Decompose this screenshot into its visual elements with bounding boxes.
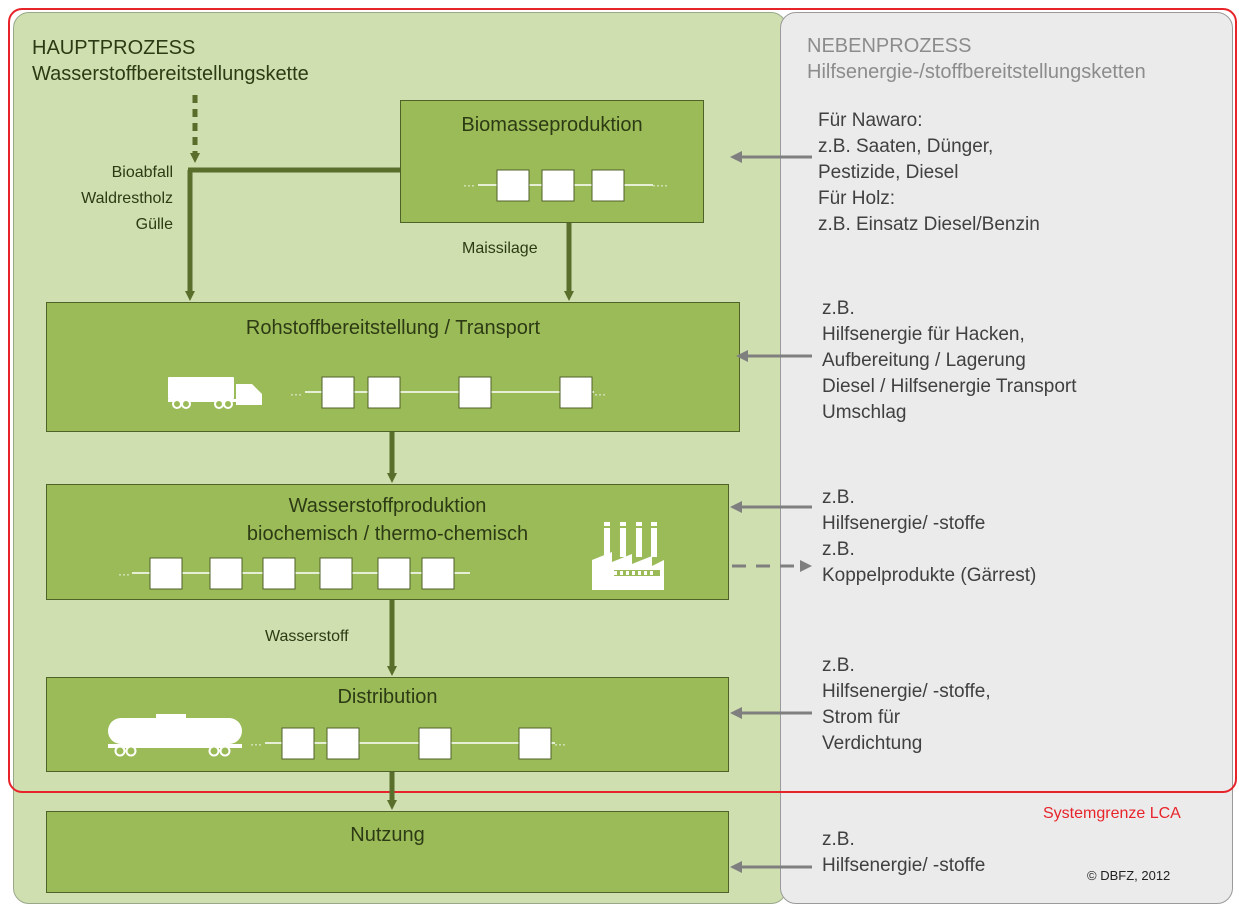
system-boundary-label: Systemgrenze LCA [1043, 805, 1181, 822]
side-text-line: z.B. Saaten, Dünger, [818, 136, 994, 157]
process-step [377, 557, 411, 590]
side-text-line: z.B. [822, 829, 855, 850]
chain-ellipsis: ··· [118, 567, 130, 581]
side-text-line: Hilfsenergie für Hacken, [822, 324, 1025, 345]
side-text-line: z.B. [822, 655, 855, 676]
biomass-production-label: Biomasseproduktion [461, 114, 643, 136]
raw-material-box: Rohstoffbereitstellung / Transport [46, 302, 740, 432]
side-header: NEBENPROZESS [807, 35, 972, 57]
process-step [421, 557, 455, 590]
side-use-inputs: z.B. Hilfsenergie/ -stoffe [822, 827, 985, 879]
process-step [496, 169, 530, 202]
main-subheader: Wasserstoffbereitstellungskette [32, 63, 309, 85]
side-text-line: Diesel / Hilfsenergie Transport [822, 376, 1077, 397]
process-step [541, 169, 575, 202]
side-raw-inputs: z.B. Hilfsenergie für Hacken, Aufbereitu… [822, 296, 1077, 426]
flow-maissilage: Maissilage [462, 240, 538, 257]
side-biomass-inputs: Für Nawaro: z.B. Saaten, Dünger, Pestizi… [818, 108, 1040, 238]
hydrogen-production-label-1: Wasserstoffproduktion [288, 495, 487, 517]
process-step [559, 376, 593, 409]
chain-ellipsis: ···· [652, 178, 668, 192]
side-text-line: Strom für [822, 707, 901, 728]
side-text-line: z.B. Einsatz Diesel/Benzin [818, 214, 1040, 235]
side-text-line: Für Holz: [818, 188, 896, 209]
biomass-process-chain: ··· ···· [463, 169, 668, 202]
truck-icon [168, 377, 262, 409]
side-subheader: Hilfsenergie-/stoffbereitstellungsketten [807, 61, 1146, 83]
dist-process-chain: ··· ··· [250, 727, 566, 760]
side-text-line: Aufbereitung / Lagerung [822, 350, 1026, 371]
flow-wasserstoff: Wasserstoff [265, 628, 349, 645]
side-text-line: z.B. [822, 298, 855, 319]
process-step [518, 727, 552, 760]
usage-label: Nutzung [350, 824, 425, 846]
side-h2-inputs: z.B. Hilfsenergie/ -stoffe z.B. Koppelpr… [822, 485, 1036, 589]
chain-ellipsis: ··· [463, 178, 475, 192]
process-step [149, 557, 183, 590]
input-waldrestholz: Waldrestholz [81, 190, 173, 207]
side-dist-inputs: z.B. Hilfsenergie/ -stoffe, Strom für Ve… [822, 653, 991, 757]
tank-truck-icon [108, 714, 242, 757]
usage-box: Nutzung [46, 811, 729, 893]
side-process-panel [780, 12, 1233, 904]
factory-icon [592, 522, 664, 590]
input-guelle: Gülle [135, 216, 173, 233]
process-step [209, 557, 243, 590]
hydrogen-production-label-2: biochemisch / thermo-chemisch [246, 523, 529, 545]
distribution-label: Distribution [337, 686, 438, 708]
h2-process-chain: ··· [118, 557, 470, 590]
side-text-line: Pestizide, Diesel [818, 162, 959, 183]
process-step [326, 727, 360, 760]
raw-process-chain: ··· ··· [290, 376, 606, 409]
process-step [367, 376, 401, 409]
input-bioabfall: Bioabfall [111, 164, 173, 181]
process-step [281, 727, 315, 760]
copyright: © DBFZ, 2012 [1087, 868, 1171, 883]
chain-ellipsis: ··· [594, 387, 606, 401]
process-step [458, 376, 492, 409]
side-text-line: Verdichtung [822, 733, 923, 754]
side-text-line: z.B. [822, 487, 855, 508]
process-step [418, 727, 452, 760]
chain-ellipsis: ··· [290, 387, 302, 401]
side-text-line: Umschlag [822, 402, 907, 423]
chain-ellipsis: ··· [554, 737, 566, 751]
system-boundary-frame [8, 8, 1237, 793]
side-text-line: Hilfsenergie/ -stoffe [822, 855, 986, 876]
side-text-line: Für Nawaro: [818, 110, 923, 131]
side-text-line: Hilfsenergie/ -stoffe [822, 513, 986, 534]
main-header: HAUPTPROZESS [32, 37, 196, 59]
process-step [262, 557, 296, 590]
process-step [591, 169, 625, 202]
side-text-line: Koppelprodukte (Gärrest) [822, 565, 1037, 586]
chain-ellipsis: ··· [250, 737, 262, 751]
biomass-production-box: Biomasseproduktion [400, 100, 704, 223]
side-text-line: z.B. [822, 539, 855, 560]
process-step [321, 376, 355, 409]
process-step [319, 557, 353, 590]
raw-material-label: Rohstoffbereitstellung / Transport [245, 317, 541, 339]
side-text-line: Hilfsenergie/ -stoffe, [822, 681, 991, 702]
